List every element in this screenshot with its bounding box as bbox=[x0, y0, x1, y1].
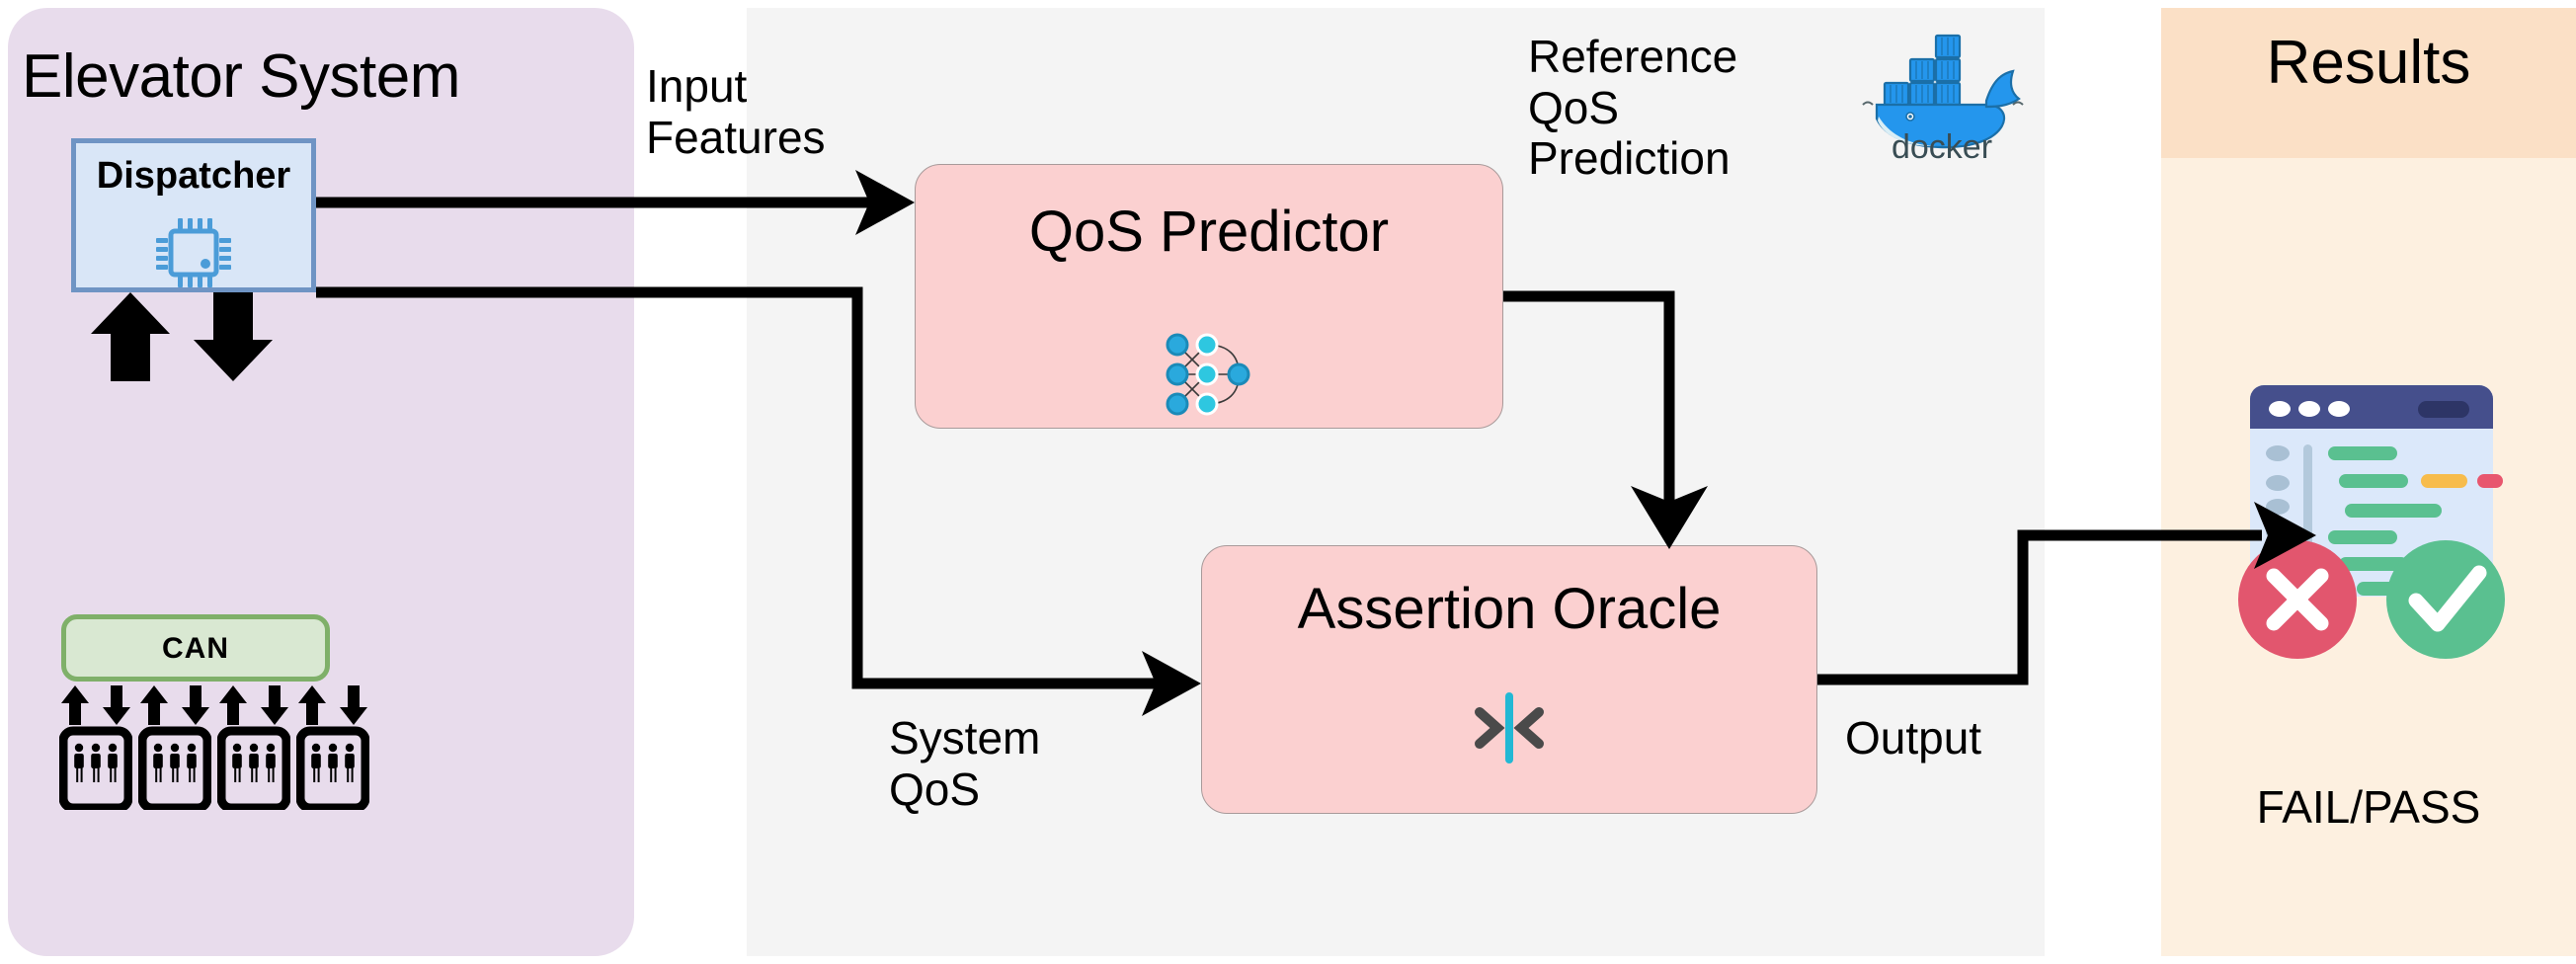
edge-label-output: Output bbox=[1845, 712, 1982, 763]
elevator-system-title: Elevator System bbox=[22, 42, 460, 111]
assertion-oracle-node[interactable]: Assertion Oracle bbox=[1201, 545, 1817, 814]
elevator-car-unit bbox=[137, 683, 212, 815]
elevator-car-unit bbox=[216, 683, 291, 815]
results-panel-header bbox=[2161, 8, 2576, 158]
cpu-chip-icon bbox=[156, 218, 231, 292]
dispatcher-label: Dispatcher bbox=[96, 155, 291, 197]
assertion-compare-icon bbox=[1466, 692, 1553, 768]
elevator-car-unit bbox=[58, 683, 133, 815]
neural-network-icon bbox=[1162, 329, 1256, 425]
verdict-label: FAIL/PASS bbox=[2256, 781, 2481, 833]
elevator-cars-row bbox=[58, 683, 370, 815]
docker-logo: docker bbox=[1855, 14, 2033, 167]
dispatcher-can-bidirectional-arrows bbox=[85, 292, 282, 386]
dispatcher-node[interactable]: Dispatcher bbox=[71, 138, 316, 292]
assertion-oracle-label: Assertion Oracle bbox=[1297, 577, 1722, 641]
edge-label-input-features: Input Features bbox=[646, 60, 826, 163]
edge-label-system-qos: System QoS bbox=[889, 712, 1041, 815]
can-label: CAN bbox=[162, 632, 229, 665]
elevator-car-unit bbox=[295, 683, 370, 815]
results-title: Results bbox=[2266, 29, 2471, 97]
svg-text:docker: docker bbox=[1892, 128, 1992, 162]
edge-label-reference-qos-prediction: Reference QoS Prediction bbox=[1528, 31, 1738, 185]
test-report-icon bbox=[2213, 377, 2529, 679]
qos-predictor-node[interactable]: QoS Predictor bbox=[915, 164, 1503, 429]
can-bus-node[interactable]: CAN bbox=[61, 614, 330, 682]
qos-predictor-label: QoS Predictor bbox=[1028, 200, 1390, 264]
